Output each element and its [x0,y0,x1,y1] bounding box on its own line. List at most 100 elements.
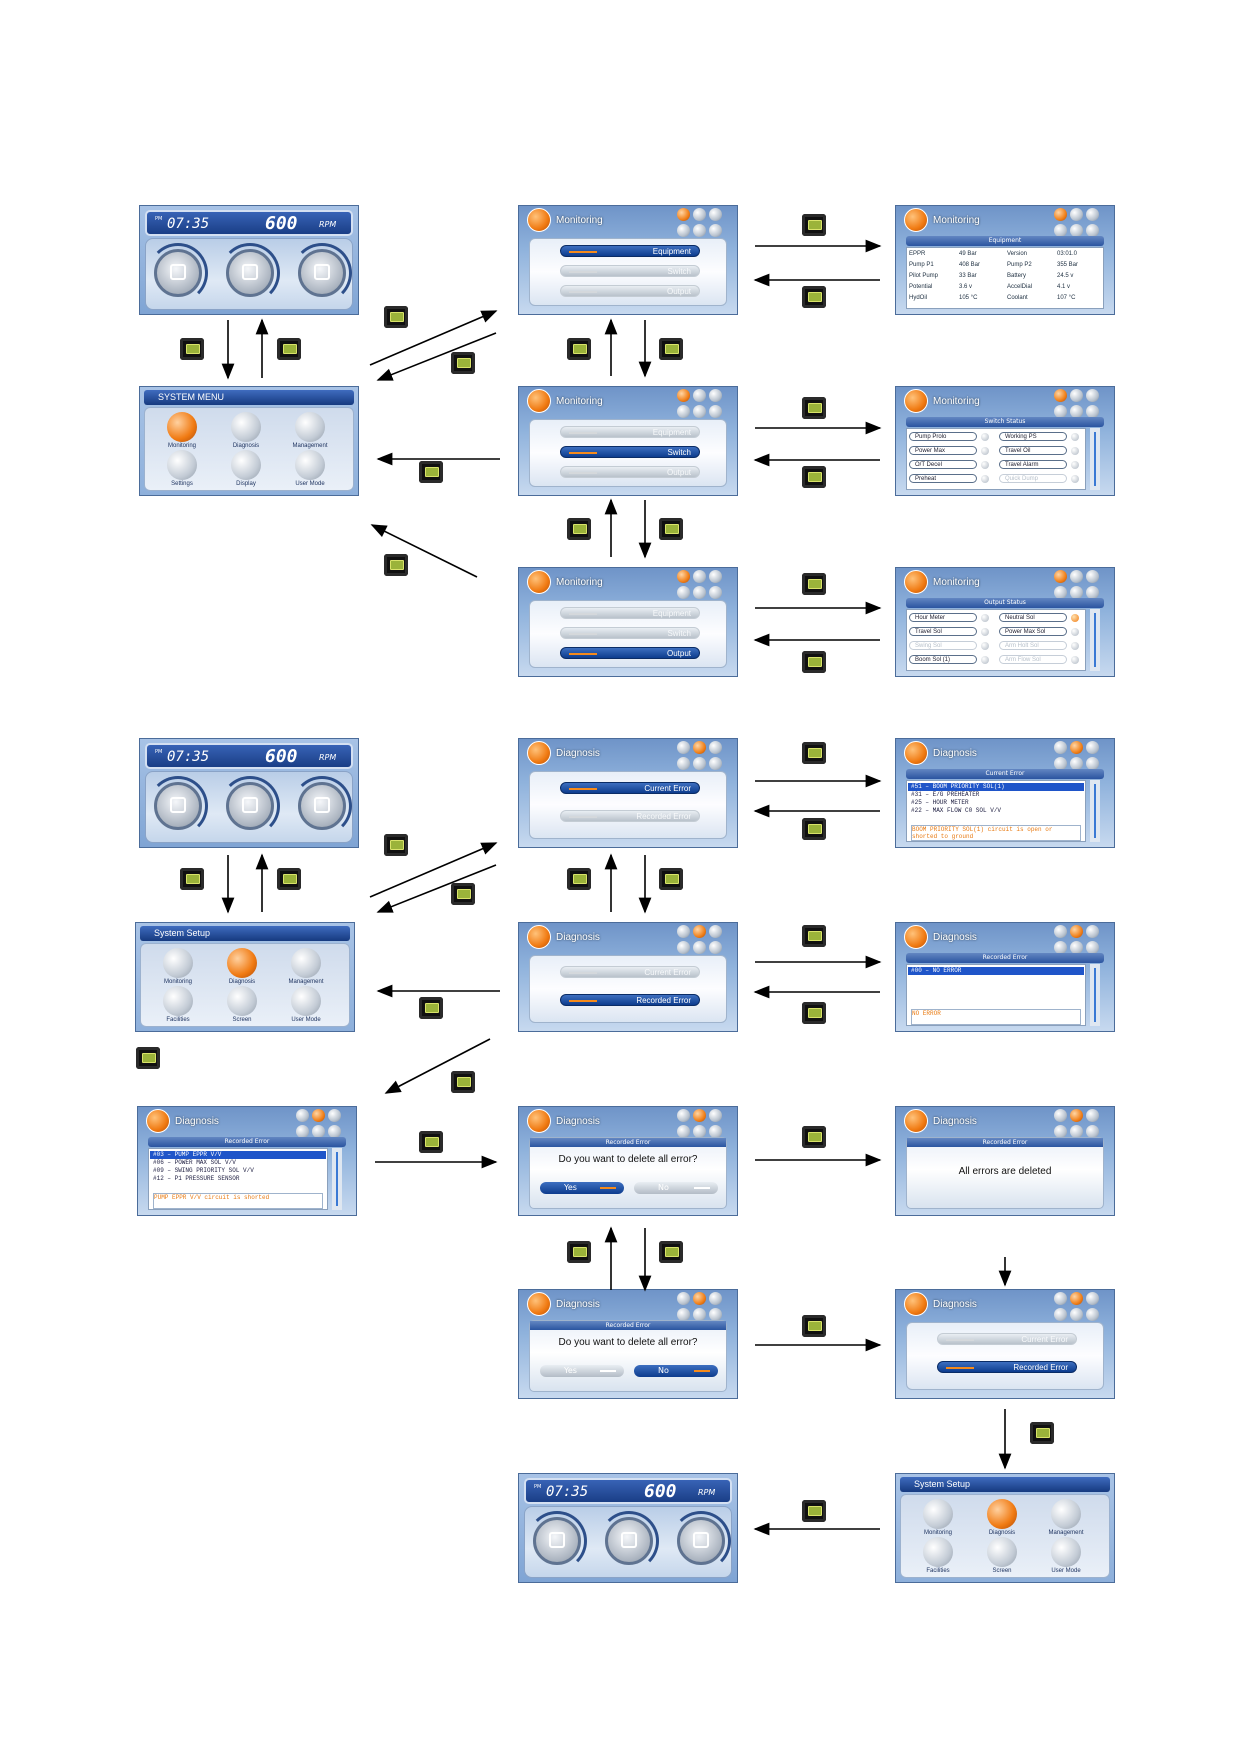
menu-item-icon[interactable] [163,948,193,978]
option-button[interactable]: Output [560,466,700,478]
keypad-button-icon [567,868,591,890]
menu-item-label[interactable]: Settings [171,481,193,487]
menu-item-label[interactable]: User Mode [1051,1568,1081,1574]
option-button[interactable]: Switch [560,265,700,277]
option-button[interactable]: Recorded Error [560,810,700,822]
error-list-item[interactable]: #22 – MAX FLOW C0 SOL V/V [911,807,1002,814]
menu-item-icon[interactable] [295,450,325,480]
menu-item-label[interactable]: User Mode [291,1017,321,1023]
yes-button[interactable]: Yes [540,1182,624,1194]
menu-item-icon[interactable] [227,948,257,978]
scrollbar[interactable] [1090,428,1100,490]
screen-header: Monitoring [519,206,737,234]
option-button[interactable]: Switch [560,446,700,458]
menu-item-label[interactable]: Screen [232,1017,252,1023]
menu-item-icon[interactable] [167,450,197,480]
list-header: Current Error [906,769,1104,779]
option-button[interactable]: Recorded Error [560,994,700,1006]
menu-item-icon[interactable] [1051,1537,1081,1567]
clock-display: 07:35 [167,216,210,232]
app-logo-icon [527,741,551,765]
mode-dot-icon [693,1125,706,1138]
menu-item-icon[interactable] [167,412,197,442]
menu-item-label[interactable]: Monitoring [163,979,192,985]
error-list-item[interactable]: #00 – NO ERROR [908,967,1084,975]
app-logo-icon [527,1109,551,1133]
menu-item-label[interactable]: Facilities [166,1017,190,1023]
scrollbar[interactable] [1090,609,1100,671]
status-led-icon [981,461,989,469]
error-list-item[interactable]: #12 – P1 PRESSURE SENSOR [153,1175,240,1182]
menu-item-icon[interactable] [923,1499,953,1529]
error-list-item[interactable]: #31 – E/G PREHEATER [911,791,980,798]
app-logo-icon [527,389,551,413]
scrollbar[interactable] [332,1148,342,1210]
option-button[interactable]: Output [560,285,700,297]
error-list-item[interactable]: #03 – PUMP EPPR V/V [150,1151,326,1159]
menu-item-label[interactable]: Facilities [926,1568,950,1574]
error-list-item[interactable]: #09 – SWING PRIORITY SOL V/V [153,1167,254,1174]
menu-item-label[interactable]: Display [236,481,256,487]
option-button[interactable]: Recorded Error [937,1361,1077,1373]
scrollbar[interactable] [1090,964,1100,1026]
option-button[interactable]: Current Error [560,966,700,978]
status-led-icon [1071,614,1079,622]
menu-item-icon[interactable] [1051,1499,1081,1529]
screen-header: Diagnosis [896,1290,1114,1318]
option-button[interactable]: Current Error [937,1333,1077,1345]
menu-item-icon[interactable] [987,1537,1017,1567]
keypad-button-icon [659,1241,683,1263]
option-button[interactable]: Equipment [560,426,700,438]
menu-item-label[interactable]: Diagnosis [228,979,256,985]
error-message: PUMP EPPR V/V circuit is shorted [153,1193,323,1209]
menu-item-label[interactable]: Diagnosis [232,443,260,449]
menu-item-icon[interactable] [227,986,257,1016]
menu-item-icon[interactable] [987,1499,1017,1529]
menu-item-icon[interactable] [291,948,321,978]
menu-item-label[interactable]: Monitoring [923,1530,952,1536]
option-button[interactable]: Output [560,647,700,659]
menu-item-label[interactable]: Management [288,979,324,985]
error-list-item[interactable]: #06 – POWER MAX SOL V/V [153,1159,236,1166]
screen-header: Diagnosis [138,1107,356,1135]
no-button[interactable]: No [634,1182,718,1194]
status-led-icon [981,628,989,636]
menu-item-icon[interactable] [923,1537,953,1567]
error-list-item[interactable]: #51 – BOOM PRIORITY SOL(1) [908,783,1084,791]
menu-item-label[interactable]: Management [292,443,328,449]
yes-button[interactable]: Yes [540,1365,624,1377]
menu-item-icon[interactable] [295,412,325,442]
keypad-button-icon [802,1315,826,1337]
option-button[interactable]: Equipment [560,607,700,619]
option-button[interactable]: Switch [560,627,700,639]
mode-dot-icon [1070,925,1083,938]
gauge-arc [292,776,352,836]
screen-header: Monitoring [519,568,737,596]
menu-item-icon[interactable] [163,986,193,1016]
menu-item-label[interactable]: Management [1048,1530,1084,1536]
no-button[interactable]: No [634,1365,718,1377]
menu-item-icon[interactable] [231,412,261,442]
status-chip: Boom Sol (1) [909,655,977,664]
menu-item-label[interactable]: User Mode [295,481,325,487]
status-led-icon [1071,642,1079,650]
mode-dot-icon [1054,925,1067,938]
app-logo-icon [904,741,928,765]
option-button[interactable]: Current Error [560,782,700,794]
scrollbar[interactable] [1090,780,1100,842]
menu-item-icon[interactable] [291,986,321,1016]
menu-item-icon[interactable] [231,450,261,480]
error-list-item[interactable]: #25 – HOUR METER [911,799,969,806]
menu-item-label[interactable]: Diagnosis [988,1530,1016,1536]
equipment-label: Pump P2 [1007,262,1032,268]
option-button[interactable]: Equipment [560,245,700,257]
menu-item-label[interactable]: Monitoring [167,443,196,449]
menu-item-label[interactable]: Screen [992,1568,1012,1574]
